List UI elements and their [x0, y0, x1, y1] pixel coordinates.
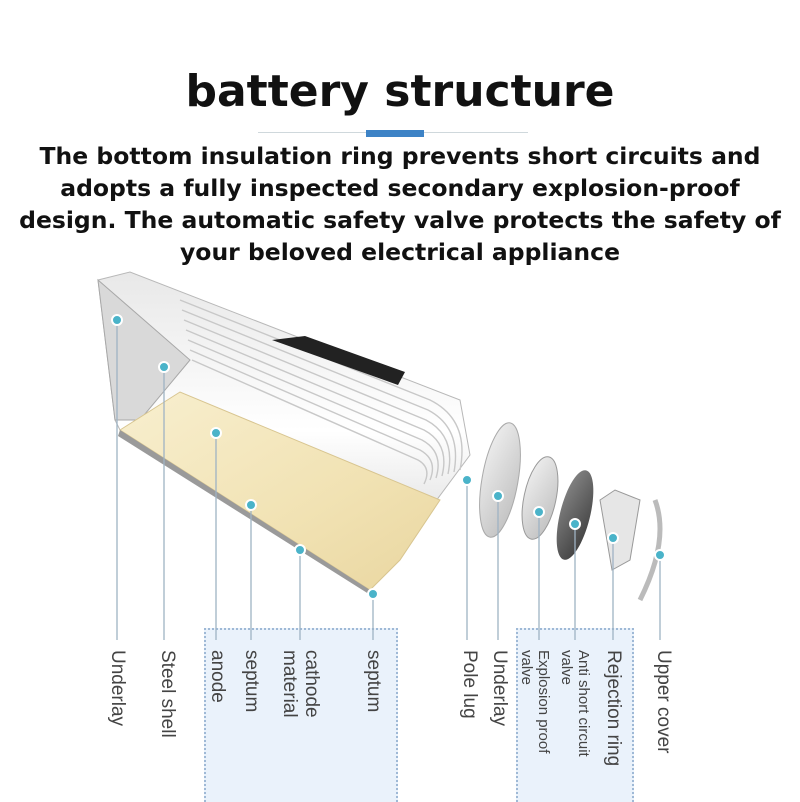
label-anode: anode: [207, 650, 228, 703]
label-steel-shell: Steel shell: [157, 650, 178, 738]
label-explosion-proof-valve: Explosion proof valve: [518, 650, 552, 754]
callout-markers: [111, 314, 666, 600]
label-panel-left: [204, 628, 398, 802]
label-anti-short-circuit-valve: Anti short circuit valve: [558, 650, 592, 757]
pole-lug-disc-shape: [479, 422, 521, 538]
explosion-valve-disc-shape: [556, 470, 594, 560]
underlay-disc-shape: [521, 456, 559, 540]
label-septum-2: septum: [363, 650, 384, 713]
label-pole-lug: Pole lug: [459, 650, 480, 719]
pole-lug-strip-shape: [272, 336, 405, 385]
upper-cover-shape: [637, 499, 663, 602]
label-upper-cover: Upper cover: [653, 650, 674, 754]
label-rejection-ring: Rejection ring: [603, 650, 624, 767]
leader-lines: [116, 320, 661, 640]
label-underlay-1: Underlay: [107, 650, 128, 727]
page-title: battery structure: [185, 66, 615, 117]
label-septum-1: septum: [241, 650, 262, 713]
page-description: The bottom insulation ring prevents shor…: [19, 142, 781, 266]
anti-short-valve-shape: [599, 489, 641, 571]
label-underlay-2: Underlay: [489, 650, 510, 727]
wound-layers-shape: [179, 299, 463, 485]
cathode-sheet-shape: [119, 391, 441, 591]
title-accent-bar: [366, 130, 424, 137]
label-cathode-material: cathode material: [279, 650, 322, 718]
